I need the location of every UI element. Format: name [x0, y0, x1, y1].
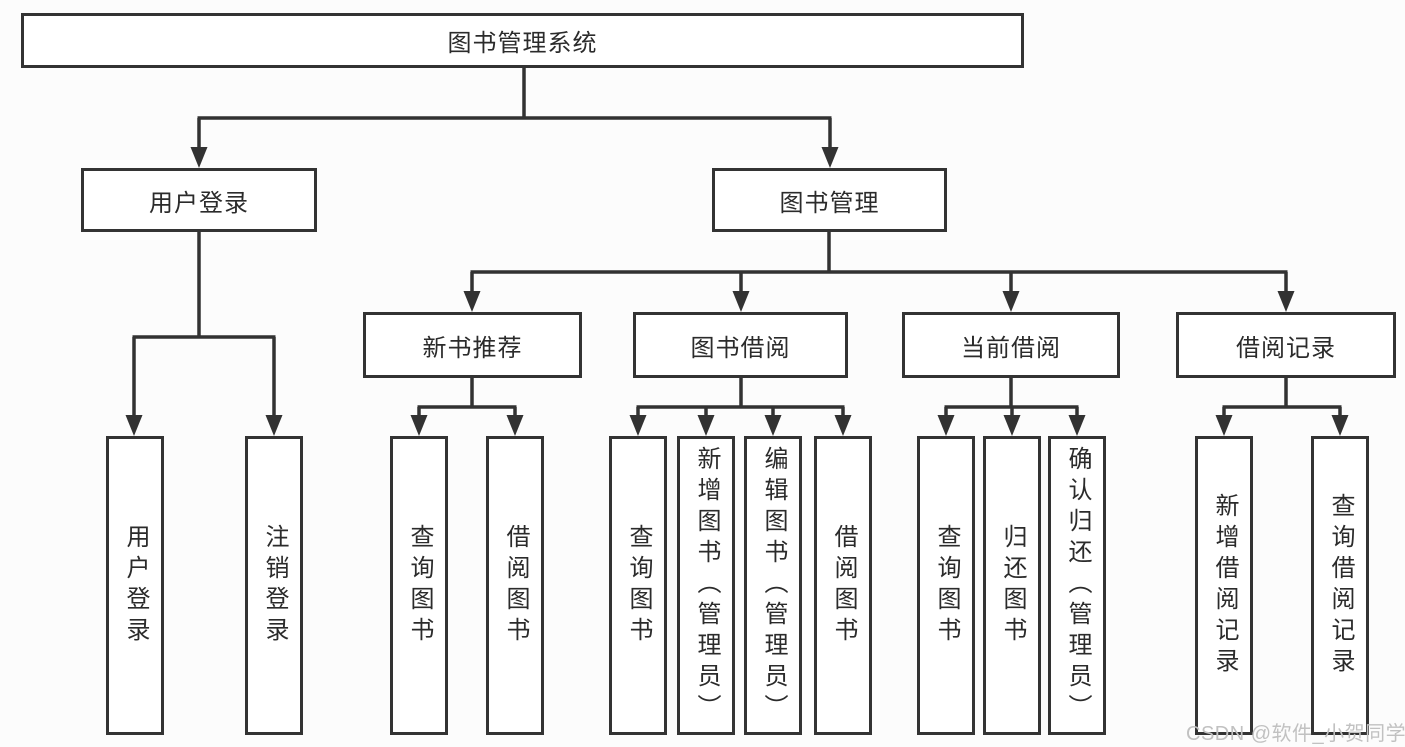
node-label: 新增借阅记录 [1211, 492, 1238, 679]
node-label: 编辑图书（管理员） [760, 446, 787, 725]
leaf-add-book-admin: 新增图书（管理员） [677, 436, 735, 735]
node-label: 查询借阅记录 [1327, 492, 1354, 679]
node-user-login: 用户登录 [81, 168, 317, 232]
node-label: 借阅记录 [1236, 334, 1336, 362]
watermark-text: CSDN @软件_小贺同学 [1186, 723, 1405, 745]
leaf-borrow-books-borrowing: 借阅图书 [814, 436, 872, 735]
node-label: 当前借阅 [961, 334, 1061, 362]
node-label: 图书借阅 [690, 334, 791, 362]
node-label: 注销登录 [261, 523, 288, 648]
node-label: 用户登录 [149, 189, 249, 217]
node-label: 新书推荐 [422, 334, 523, 362]
node-label: 图书管理 [779, 189, 880, 217]
node-borrowing-records: 借阅记录 [1176, 312, 1396, 378]
node-book-borrowing: 图书借阅 [633, 312, 848, 378]
arrowhead-markers [125, 147, 1349, 436]
node-label: 用户登录 [122, 523, 149, 648]
leaf-logout: 注销登录 [245, 436, 303, 735]
node-current-borrowing: 当前借阅 [902, 312, 1120, 378]
node-label: 图书管理系统 [447, 30, 598, 57]
node-book-management: 图书管理 [712, 168, 947, 232]
leaf-query-books-borrowing: 查询图书 [609, 436, 667, 735]
leaf-add-borrow-record: 新增借阅记录 [1195, 436, 1253, 735]
node-label: 借阅图书 [502, 523, 529, 648]
node-label: 归还图书 [999, 523, 1026, 648]
leaf-query-books-recommend: 查询图书 [390, 436, 448, 735]
leaf-borrow-books-recommend: 借阅图书 [486, 436, 544, 735]
node-label: 查询图书 [933, 523, 960, 648]
leaf-query-borrow-record: 查询借阅记录 [1311, 436, 1369, 735]
leaf-user-login: 用户登录 [106, 436, 164, 735]
node-label: 借阅图书 [830, 523, 857, 648]
leaf-query-books-current: 查询图书 [917, 436, 975, 735]
node-library-management-system: 图书管理系统 [21, 13, 1024, 68]
leaf-edit-book-admin: 编辑图书（管理员） [744, 436, 802, 735]
node-label: 新增图书（管理员） [693, 446, 720, 725]
node-label: 确认归还（管理员） [1064, 446, 1091, 725]
node-new-book-recommendation: 新书推荐 [363, 312, 582, 378]
leaf-confirm-return-admin: 确认归还（管理员） [1048, 436, 1106, 735]
node-label: 查询图书 [625, 523, 652, 648]
node-label: 查询图书 [406, 523, 433, 648]
leaf-return-books: 归还图书 [983, 436, 1041, 735]
